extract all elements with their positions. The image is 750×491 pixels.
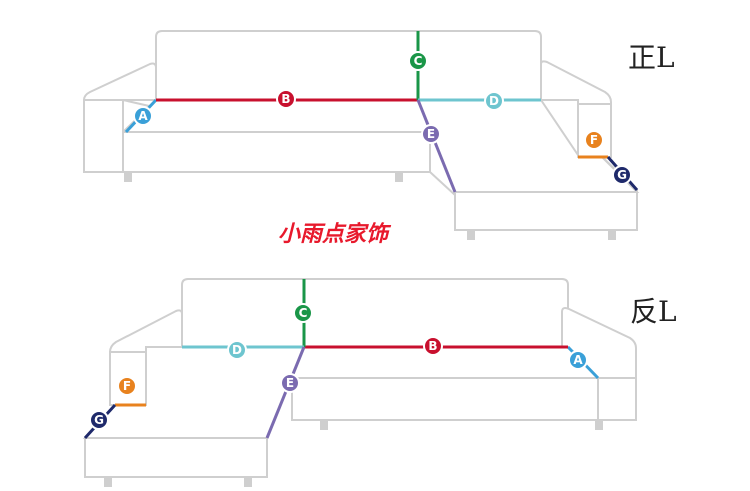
bottom-main-seat-front bbox=[291, 377, 599, 421]
bottom-badge-e: E bbox=[280, 373, 300, 393]
bottom-sofa bbox=[82, 278, 637, 487]
top-sofa bbox=[83, 30, 640, 240]
bottom-badge-c: C bbox=[293, 303, 313, 323]
top-type-label: 正L bbox=[628, 41, 675, 74]
top-main-seat bbox=[122, 131, 431, 173]
bottom-line-e bbox=[265, 346, 306, 439]
bottom-badge-d: D bbox=[227, 340, 247, 360]
badges: A B C D E F G A bbox=[89, 51, 632, 430]
top-badge-e-label: E bbox=[427, 127, 435, 141]
bottom-badge-b-label: B bbox=[428, 339, 437, 353]
top-badge-b-label: B bbox=[281, 92, 290, 106]
top-seat-top bbox=[120, 99, 432, 133]
top-leg-4 bbox=[608, 230, 616, 240]
bottom-badge-b: B bbox=[423, 336, 443, 356]
watermark-text: 小雨点家饰 bbox=[278, 221, 392, 247]
bottom-badge-f-label: F bbox=[123, 379, 131, 393]
bottom-badge-e-label: E bbox=[286, 376, 294, 390]
bottom-badge-d-label: D bbox=[232, 343, 242, 357]
bottom-chaise-front bbox=[84, 437, 268, 478]
top-leg-1 bbox=[124, 172, 132, 182]
top-badge-f-label: F bbox=[590, 133, 598, 147]
top-badge-c: C bbox=[408, 51, 428, 71]
top-left-arm-front bbox=[83, 99, 124, 173]
top-badge-a-label: A bbox=[138, 109, 148, 123]
bottom-badge-g: G bbox=[89, 410, 109, 430]
bottom-badge-c-label: C bbox=[299, 306, 308, 320]
top-badge-f: F bbox=[584, 130, 604, 150]
top-badge-b: B bbox=[276, 89, 296, 109]
top-badge-d-label: D bbox=[489, 94, 499, 108]
bottom-right-arm-front bbox=[597, 377, 637, 421]
top-badge-g-label: G bbox=[617, 168, 627, 182]
bottom-leg-2 bbox=[595, 420, 603, 430]
top-backrest bbox=[155, 30, 542, 101]
bottom-leg-3 bbox=[104, 477, 112, 487]
top-chaise-front bbox=[454, 191, 638, 231]
bottom-type-label: 反L bbox=[630, 295, 677, 328]
bottom-leg-4 bbox=[244, 477, 252, 487]
top-leg-3 bbox=[467, 230, 475, 240]
top-badge-g: G bbox=[612, 165, 632, 185]
bottom-badge-f: F bbox=[117, 376, 137, 396]
top-badge-a: A bbox=[133, 106, 153, 126]
top-line-e bbox=[416, 99, 457, 193]
bottom-badge-a-label: A bbox=[573, 353, 583, 367]
top-badge-d: D bbox=[484, 91, 504, 111]
top-badge-e: E bbox=[421, 124, 441, 144]
bottom-backrest bbox=[181, 278, 569, 348]
bottom-leg-1 bbox=[320, 420, 328, 430]
top-leg-2 bbox=[395, 172, 403, 182]
top-badge-c-label: C bbox=[414, 54, 423, 68]
bottom-main-seat-top bbox=[290, 346, 601, 379]
bottom-badge-g-label: G bbox=[94, 413, 104, 427]
bottom-badge-a: A bbox=[568, 350, 588, 370]
